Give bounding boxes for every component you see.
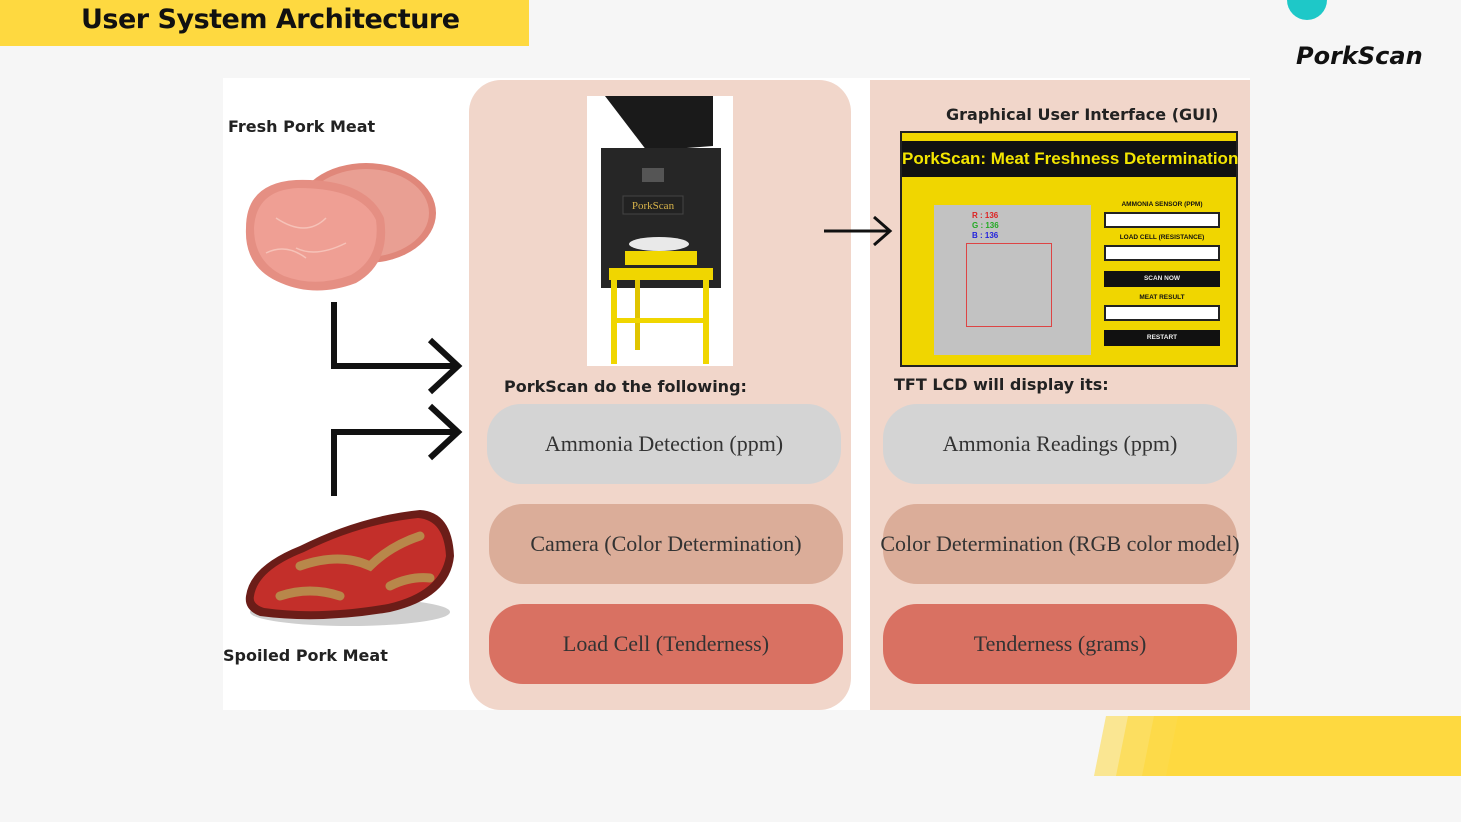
fresh-meat-label: Fresh Pork Meat — [228, 117, 376, 136]
device-badge: PorkScan — [632, 200, 675, 212]
spoiled-pork-image — [245, 510, 454, 626]
brand-logo-text: PorkScan — [1296, 42, 1423, 70]
arrow-spoiled-to-device — [331, 403, 463, 496]
camera-preview: R : 136 G : 136 B : 136 — [934, 205, 1091, 355]
teal-dot-decoration — [1287, 0, 1327, 20]
load-cell-field — [1104, 245, 1220, 261]
function-load-cell: Load Cell (Tenderness) — [489, 604, 843, 684]
gui-screenshot: PorkScan: Meat Freshness Determination R… — [900, 131, 1238, 367]
title-bar — [0, 0, 529, 46]
rgb-r-value: R : 136 — [972, 211, 999, 220]
arrow-fresh-to-device — [331, 302, 463, 395]
ammonia-sensor-label: AMMONIA SENSOR (PPM) — [1121, 201, 1203, 208]
output-ammonia-readings: Ammonia Readings (ppm) — [883, 404, 1237, 484]
gui-label: Graphical User Interface (GUI) — [946, 105, 1219, 124]
porkscan-device-image: PorkScan — [587, 96, 733, 366]
spoiled-meat-label: Spoiled Pork Meat — [223, 646, 388, 665]
meat-result-label: MEAT RESULT — [1139, 294, 1185, 301]
display-caption: TFT LCD will display its: — [894, 375, 1109, 394]
rgb-b-value: B : 136 — [972, 231, 999, 240]
stripe-decoration — [1094, 716, 1461, 776]
arrow-device-to-display — [824, 215, 893, 247]
device-illustration: PorkScan — [601, 96, 721, 364]
region-of-interest-box — [966, 243, 1052, 327]
function-ammonia-detection: Ammonia Detection (ppm) — [487, 404, 841, 484]
output-color-determination: Color Determination (RGB color model) — [880, 504, 1240, 584]
meat-result-field — [1104, 305, 1220, 321]
rgb-g-value: G : 136 — [972, 221, 999, 230]
scan-now-button: SCAN NOW — [1104, 271, 1220, 287]
gui-title: PorkScan: Meat Freshness Determination — [902, 141, 1238, 177]
load-cell-label: LOAD CELL (RESISTANCE) — [1119, 234, 1205, 241]
ammonia-sensor-field — [1104, 212, 1220, 228]
restart-button: RESTART — [1104, 330, 1220, 346]
output-tenderness: Tenderness (grams) — [883, 604, 1237, 684]
page-title: User System Architecture — [81, 4, 460, 35]
fresh-pork-image — [245, 163, 436, 291]
device-caption: PorkScan do the following: — [504, 377, 747, 396]
function-camera: Camera (Color Determination) — [489, 504, 843, 584]
